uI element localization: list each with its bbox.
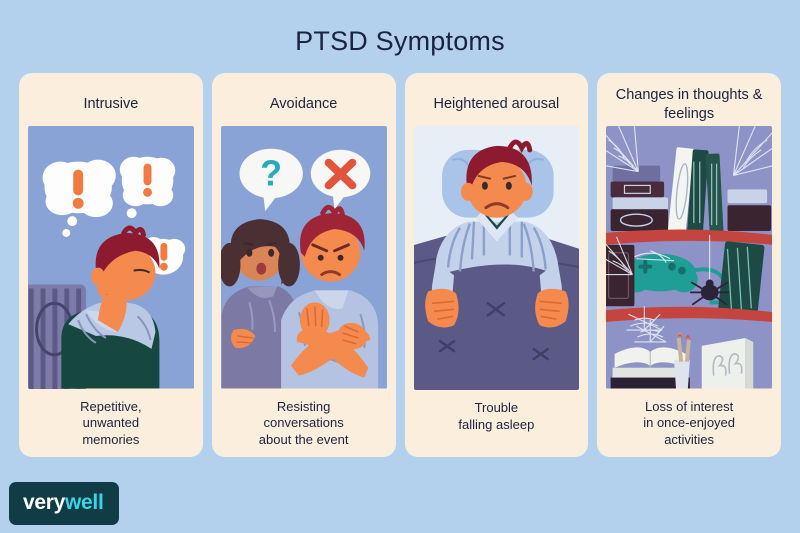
symptom-card-heightened-arousal[interactable]: Heightened arousal [404, 73, 589, 457]
illustration-heightened-arousal [413, 126, 580, 390]
card-caption: Trouble falling asleep [458, 400, 535, 432]
illustration-changes-in-thoughts-feelings [606, 126, 772, 389]
verywell-logo[interactable]: verywell [9, 482, 119, 525]
page-title: PTSD Symptoms [295, 26, 505, 56]
card-title: Intrusive [83, 96, 139, 113]
card-title: Avoidance [269, 96, 338, 113]
symptom-card-changes-in-thoughts-feelings[interactable]: Changes in thoughts & feelings [597, 73, 781, 457]
symptom-card-avoidance[interactable]: Avoidance ? [211, 73, 396, 457]
logo-text-well: well [65, 491, 104, 514]
symptom-card-intrusive[interactable]: Intrusive [19, 73, 203, 457]
logo-text-very: very [23, 491, 66, 514]
symptom-card-list: Intrusive [0, 57, 800, 457]
illustration-avoidance: ? [220, 126, 387, 389]
card-caption: Repetitive, unwanted memories [80, 398, 142, 447]
card-caption: Loss of interest in once-enjoyed activit… [643, 398, 736, 447]
illustration-intrusive [28, 126, 194, 389]
card-title: Changes in thoughts & feelings [615, 86, 763, 122]
svg-text:?: ? [260, 153, 282, 193]
card-title: Heightened arousal [433, 96, 560, 113]
card-caption: Resisting conversations about the event [258, 398, 349, 447]
